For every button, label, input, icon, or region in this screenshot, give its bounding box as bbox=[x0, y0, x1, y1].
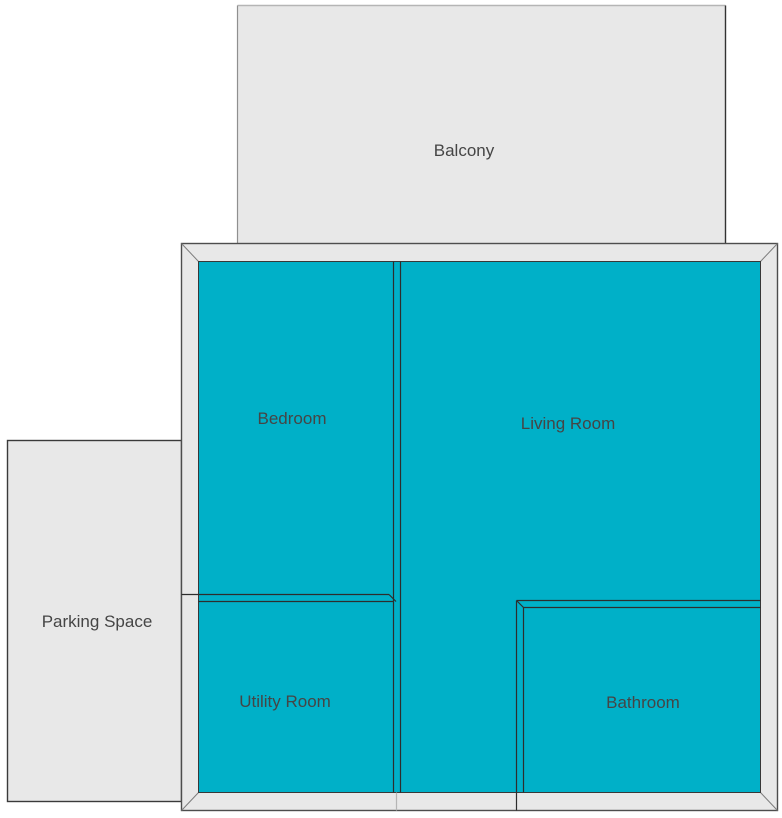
parking-area[interactable] bbox=[6, 439, 183, 803]
living-room-label: Living Room bbox=[521, 414, 616, 433]
balcony-area[interactable] bbox=[236, 4, 727, 262]
wall-bedroom-utility-chamfer bbox=[388, 594, 397, 602]
miter-top-right bbox=[760, 243, 778, 262]
bedroom-area[interactable] bbox=[199, 262, 393, 594]
bedroom-label: Bedroom bbox=[258, 409, 327, 428]
interior-walls bbox=[181, 261, 761, 811]
balcony-slab[interactable] bbox=[237, 5, 726, 244]
room-labels: Balcony Bedroom Living Room Parking Spac… bbox=[42, 141, 680, 712]
parking-space-label: Parking Space bbox=[42, 612, 153, 631]
miter-top-left bbox=[181, 243, 199, 262]
parking-slab[interactable] bbox=[6, 439, 183, 803]
miter-bottom-right bbox=[760, 792, 778, 811]
miter-bottom-left bbox=[181, 792, 199, 811]
living-room-area[interactable] bbox=[401, 262, 760, 600]
utility-room-label: Utility Room bbox=[239, 692, 331, 711]
bathroom-label: Bathroom bbox=[606, 693, 680, 712]
balcony-label: Balcony bbox=[434, 141, 495, 160]
bathroom-area[interactable] bbox=[524, 608, 760, 792]
utility-room-area[interactable] bbox=[199, 602, 393, 792]
wall-bathroom-corner-chamfer bbox=[516, 600, 524, 608]
